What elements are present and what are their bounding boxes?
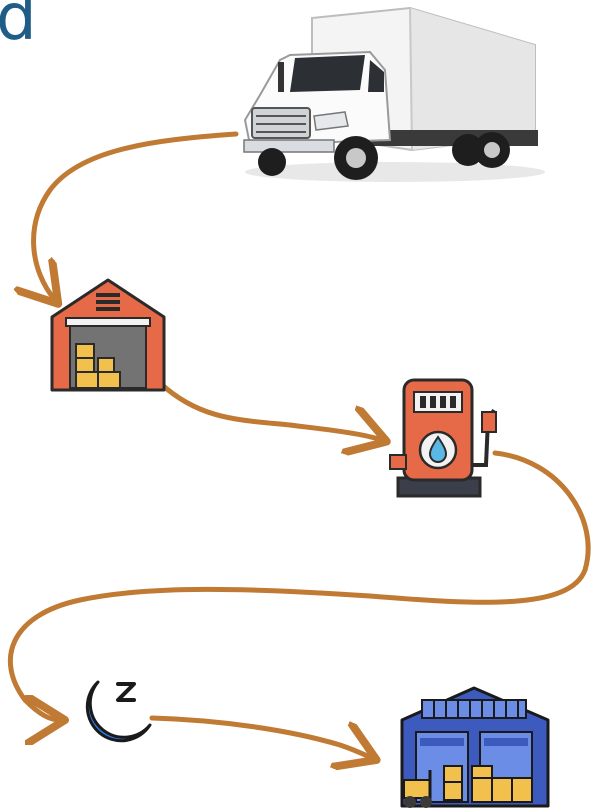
route-arrow-rest-to-delivery xyxy=(152,718,372,758)
fuel-pump-icon xyxy=(390,380,496,496)
warehouse-icon xyxy=(52,280,164,390)
route-arrow-fuel-to-rest xyxy=(10,453,588,720)
route-arrow-truck-to-warehouse xyxy=(34,134,236,300)
box-truck-icon xyxy=(244,8,545,182)
moon-sleep-icon xyxy=(87,682,150,741)
route-arrow-warehouse-to-fuel xyxy=(160,383,382,440)
distribution-center-icon xyxy=(402,688,548,808)
